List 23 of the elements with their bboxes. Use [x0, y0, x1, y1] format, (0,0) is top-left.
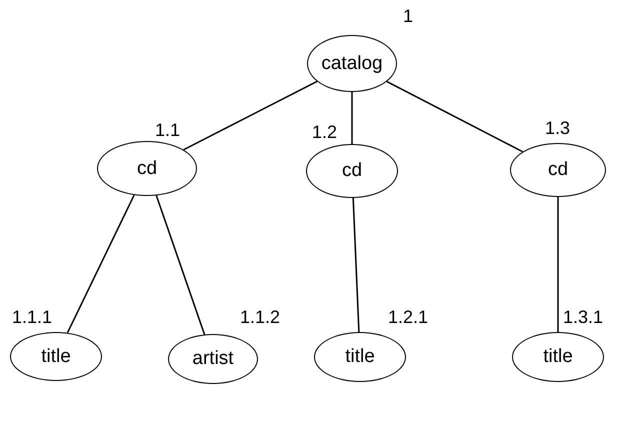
- connector-line: [557, 197, 559, 332]
- connector-line: [156, 195, 206, 335]
- node-number: 1.3: [545, 118, 570, 139]
- tree-node-ellipse: title: [10, 332, 102, 381]
- tree-node-ellipse: cd: [306, 144, 398, 198]
- tree-node-ellipse: artist: [168, 334, 258, 384]
- node-number: 1.2.1: [388, 307, 428, 328]
- tree-node-ellipse: cd: [97, 141, 197, 196]
- node-number: 1.2: [312, 122, 338, 143]
- node-number: 1.1: [155, 120, 180, 141]
- connector-line: [351, 92, 353, 144]
- connector-line: [386, 80, 523, 152]
- tree-node-ellipse: catalog: [307, 35, 397, 92]
- tree-node-ellipse: title: [512, 332, 604, 382]
- connector-line: [352, 198, 360, 332]
- connector-line: [66, 194, 135, 334]
- connector-line: [183, 80, 318, 150]
- node-number: 1.3.1: [563, 307, 604, 328]
- node-number: 1: [403, 6, 414, 27]
- tree-node-ellipse: title: [314, 332, 406, 382]
- tree-node-ellipse: cd: [510, 143, 606, 197]
- node-number: 1.1.2: [240, 307, 280, 328]
- node-number: 1.1.1: [12, 307, 52, 328]
